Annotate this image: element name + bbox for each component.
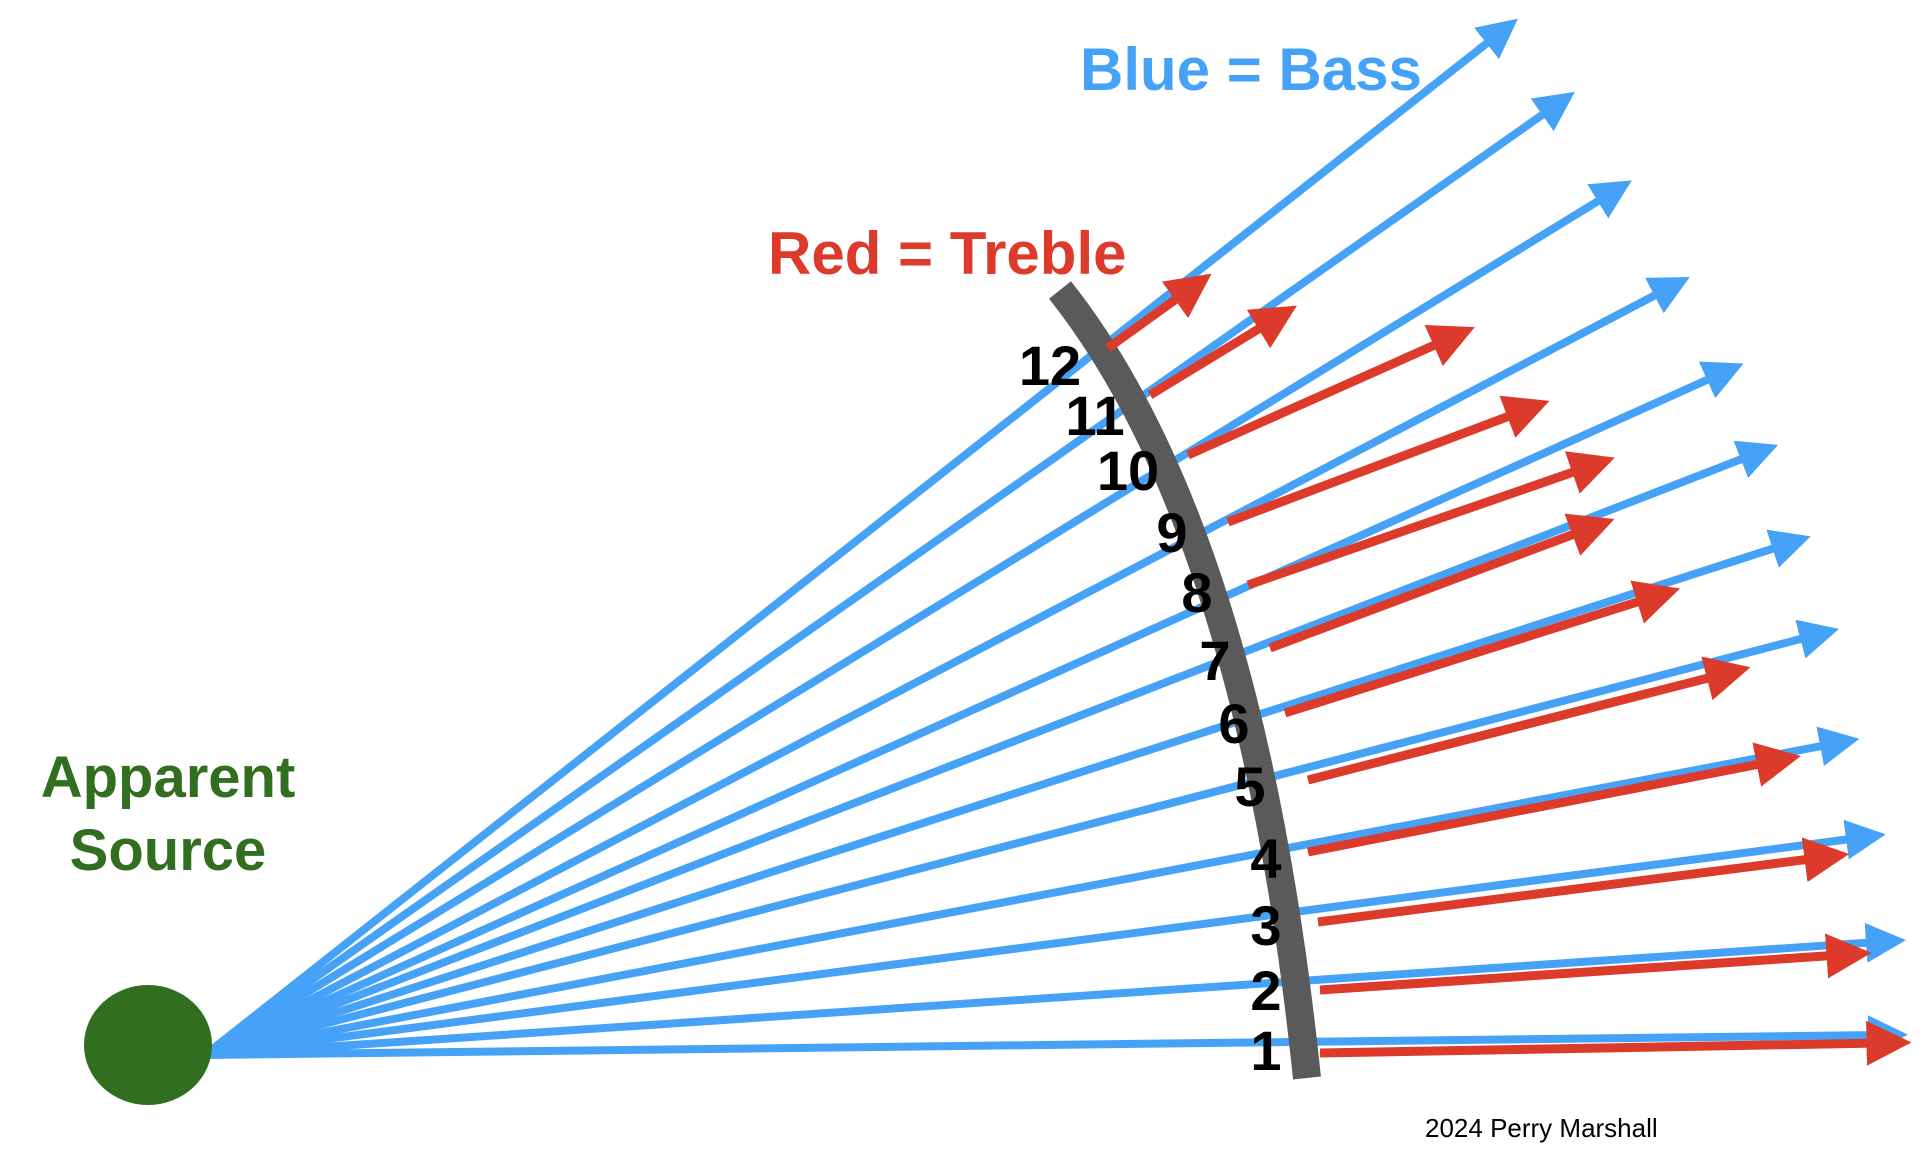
bass-ray-10 <box>202 180 1632 1059</box>
bass-ray-5 <box>203 619 1840 1059</box>
driver-marker-6: 6 <box>1218 692 1249 755</box>
credit-text: 2024 Perry Marshall <box>1425 1113 1658 1143</box>
treble-ray-5 <box>1306 656 1751 785</box>
driver-marker-2: 2 <box>1250 959 1281 1022</box>
treble-ray-2 <box>1319 933 1872 995</box>
bass-ray-3 <box>204 819 1886 1059</box>
bass-ray-12 <box>202 18 1518 1059</box>
bass-ray-11 <box>202 91 1575 1059</box>
driver-marker-11: 11 <box>1065 384 1124 447</box>
bass-rays <box>202 18 1908 1059</box>
bass-ray-8 <box>203 361 1744 1059</box>
treble-ray-6 <box>1283 580 1681 718</box>
driver-marker-7: 7 <box>1199 629 1230 692</box>
driver-marker-1: 1 <box>1250 1019 1281 1082</box>
treble-ray-11 <box>1147 305 1297 399</box>
treble-rays <box>1105 273 1912 1066</box>
bass-legend-label: Blue = Bass <box>1080 36 1422 103</box>
driver-marker-10: 10 <box>1097 439 1159 502</box>
treble-ray-12 <box>1105 273 1212 352</box>
curved-baffle <box>1049 281 1321 1080</box>
treble-ray-8 <box>1246 451 1615 590</box>
apparent-source-dot <box>84 985 212 1105</box>
bass-ray-9 <box>203 277 1690 1059</box>
source-label-line2: Source <box>70 818 267 883</box>
bass-ray-4 <box>204 726 1860 1059</box>
bass-ray-2 <box>204 922 1906 1059</box>
driver-marker-9: 9 <box>1156 501 1187 564</box>
treble-ray-10 <box>1186 324 1475 460</box>
driver-marker-4: 4 <box>1250 827 1281 890</box>
driver-marker-5: 5 <box>1234 755 1265 818</box>
driver-marker-12: 12 <box>1019 334 1081 397</box>
source-label-line1: Apparent <box>41 745 296 810</box>
treble-ray-7 <box>1268 513 1615 653</box>
bass-ray-1 <box>204 1015 1908 1059</box>
bass-ray-6 <box>203 529 1811 1059</box>
treble-legend-label: Red = Treble <box>768 220 1126 287</box>
treble-ray-3 <box>1317 837 1850 927</box>
treble-ray-1 <box>1319 1020 1912 1066</box>
treble-ray-4 <box>1307 742 1801 857</box>
driver-marker-8: 8 <box>1181 561 1212 624</box>
driver-marker-3: 3 <box>1250 894 1281 957</box>
treble-ray-9 <box>1226 395 1550 527</box>
bass-ray-7 <box>203 440 1779 1059</box>
